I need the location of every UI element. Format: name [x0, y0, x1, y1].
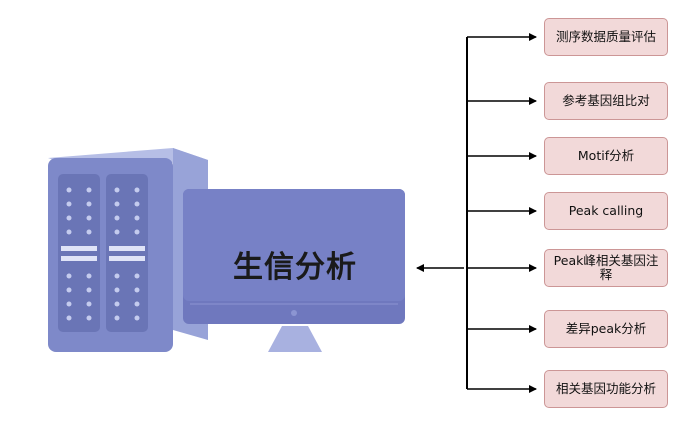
analysis-box-differential-peak: 差异peak分析 [544, 310, 668, 348]
analysis-box-peak-calling: Peak calling [544, 192, 668, 230]
monitor-icon [183, 189, 405, 352]
analysis-box-motif: Motif分析 [544, 137, 668, 175]
analysis-box-gene-function: 相关基因功能分析 [544, 370, 668, 408]
analysis-box-peak-annotation: Peak峰相关基因注释 [544, 249, 668, 287]
analysis-box-qc: 测序数据质量评估 [544, 18, 668, 56]
analysis-box-alignment: 参考基因组比对 [544, 82, 668, 120]
center-title: 生信分析 [233, 250, 357, 285]
